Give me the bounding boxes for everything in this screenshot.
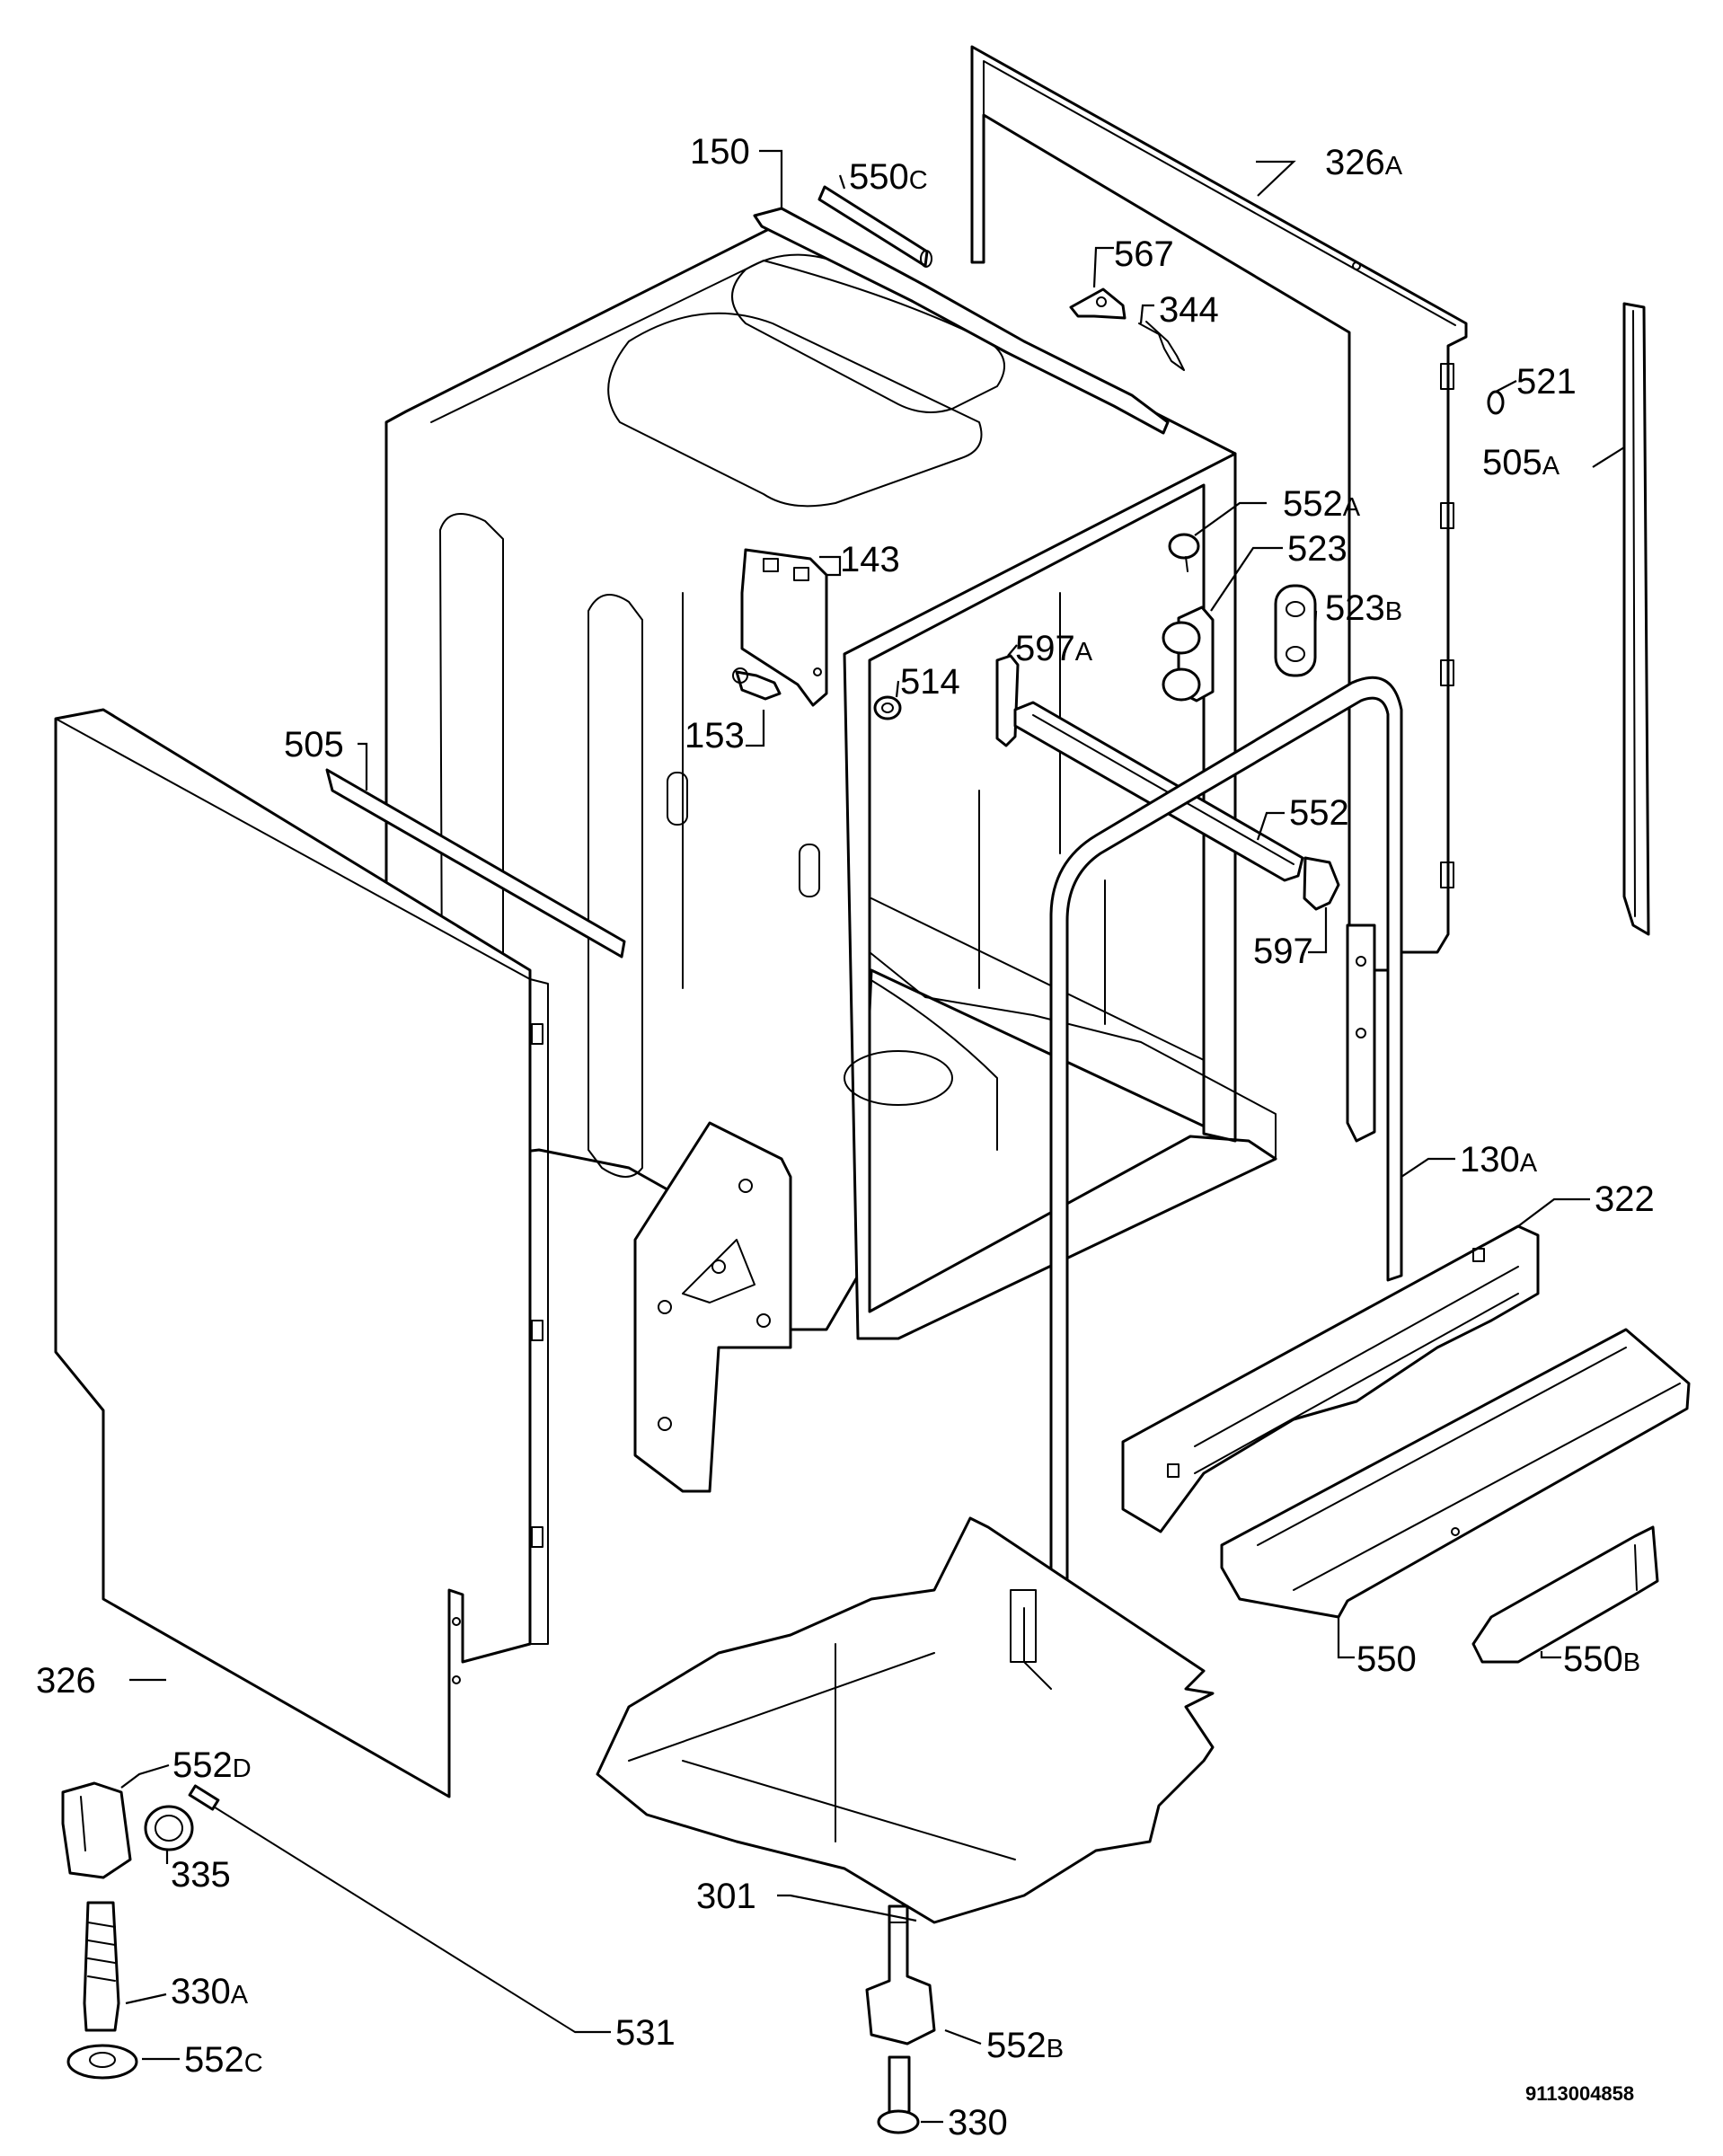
callout-326a: 326A xyxy=(1325,143,1403,182)
part-153-screw xyxy=(732,667,782,701)
part-330-screw xyxy=(877,2055,920,2134)
part-550b-foot-clip xyxy=(1471,1525,1659,1664)
callout-330: 330 xyxy=(948,2103,1008,2143)
part-552d-foot xyxy=(61,1781,132,1879)
part-597a-clip xyxy=(995,654,1020,747)
part-side-bracket xyxy=(1346,923,1376,1143)
part-567-clip xyxy=(1069,287,1127,320)
part-505a-side-strip xyxy=(1622,302,1650,936)
drawing-number: 9113004858 xyxy=(1525,2082,1634,2105)
callout-552d: 552D xyxy=(172,1745,252,1785)
part-531-rod xyxy=(188,1784,576,2033)
callout-330a: 330A xyxy=(171,1972,249,2011)
callout-514: 514 xyxy=(900,662,960,702)
part-301-base-plate xyxy=(596,1516,1215,1924)
part-514-cap xyxy=(873,695,902,720)
part-550-base-tray xyxy=(1220,1328,1691,1619)
callout-521: 521 xyxy=(1516,362,1577,402)
callout-550: 550 xyxy=(1356,1639,1417,1679)
callout-552c: 552C xyxy=(184,2040,263,2080)
callout-597: 597 xyxy=(1253,932,1313,971)
part-552a-plug xyxy=(1168,533,1200,572)
callout-552b: 552B xyxy=(986,2026,1064,2065)
part-326a-rear-frame xyxy=(970,45,1468,972)
part-552c-base-disk xyxy=(66,2044,138,2080)
leader-lines xyxy=(120,149,1625,2124)
part-550c-rod xyxy=(817,185,932,268)
callout-505: 505 xyxy=(284,725,344,764)
callout-567: 567 xyxy=(1114,234,1174,274)
part-330a-screw xyxy=(83,1901,120,2032)
part-523-inlet xyxy=(1162,605,1215,702)
callout-130a: 130A xyxy=(1460,1140,1538,1180)
part-143-bracket xyxy=(740,548,828,707)
part-130a-tube-frame xyxy=(1049,676,1403,1628)
callout-335: 335 xyxy=(171,1855,231,1895)
callout-150: 150 xyxy=(690,132,750,172)
callout-326: 326 xyxy=(36,1661,96,1701)
part-523b-gasket xyxy=(1274,584,1317,677)
callout-552: 552 xyxy=(1289,793,1349,833)
callout-531: 531 xyxy=(615,2013,676,2053)
callout-344: 344 xyxy=(1159,290,1219,330)
part-552-rail xyxy=(1013,701,1304,882)
callout-552a: 552A xyxy=(1283,484,1361,524)
part-hinge-bracket xyxy=(633,1121,792,1493)
callout-523b: 523B xyxy=(1325,588,1402,628)
callout-550b: 550B xyxy=(1563,1639,1640,1679)
part-344-spring xyxy=(1138,321,1185,371)
callout-597a: 597A xyxy=(1015,629,1093,668)
part-597-end-cap xyxy=(1303,856,1340,911)
part-150-top-flange xyxy=(753,207,1170,435)
callout-550c: 550C xyxy=(849,157,928,197)
callout-322: 322 xyxy=(1595,1180,1655,1219)
part-322-base-rail xyxy=(1121,1224,1540,1533)
callout-301: 301 xyxy=(696,1877,756,1916)
part-335-gear xyxy=(144,1805,194,1851)
callout-523: 523 xyxy=(1287,529,1347,569)
part-505-front-strip xyxy=(325,768,626,959)
part-tub-body xyxy=(384,221,1277,1340)
callout-labels: 150 550C 326A 567 344 521 505A 552A 523 … xyxy=(36,132,1655,2143)
part-326-side-panel xyxy=(54,708,549,1798)
callout-143: 143 xyxy=(840,540,900,579)
part-521-washer xyxy=(1487,390,1505,415)
callout-153: 153 xyxy=(685,716,745,755)
callout-505a: 505A xyxy=(1482,443,1560,482)
part-552b-adjustable-foot xyxy=(865,1904,936,2046)
